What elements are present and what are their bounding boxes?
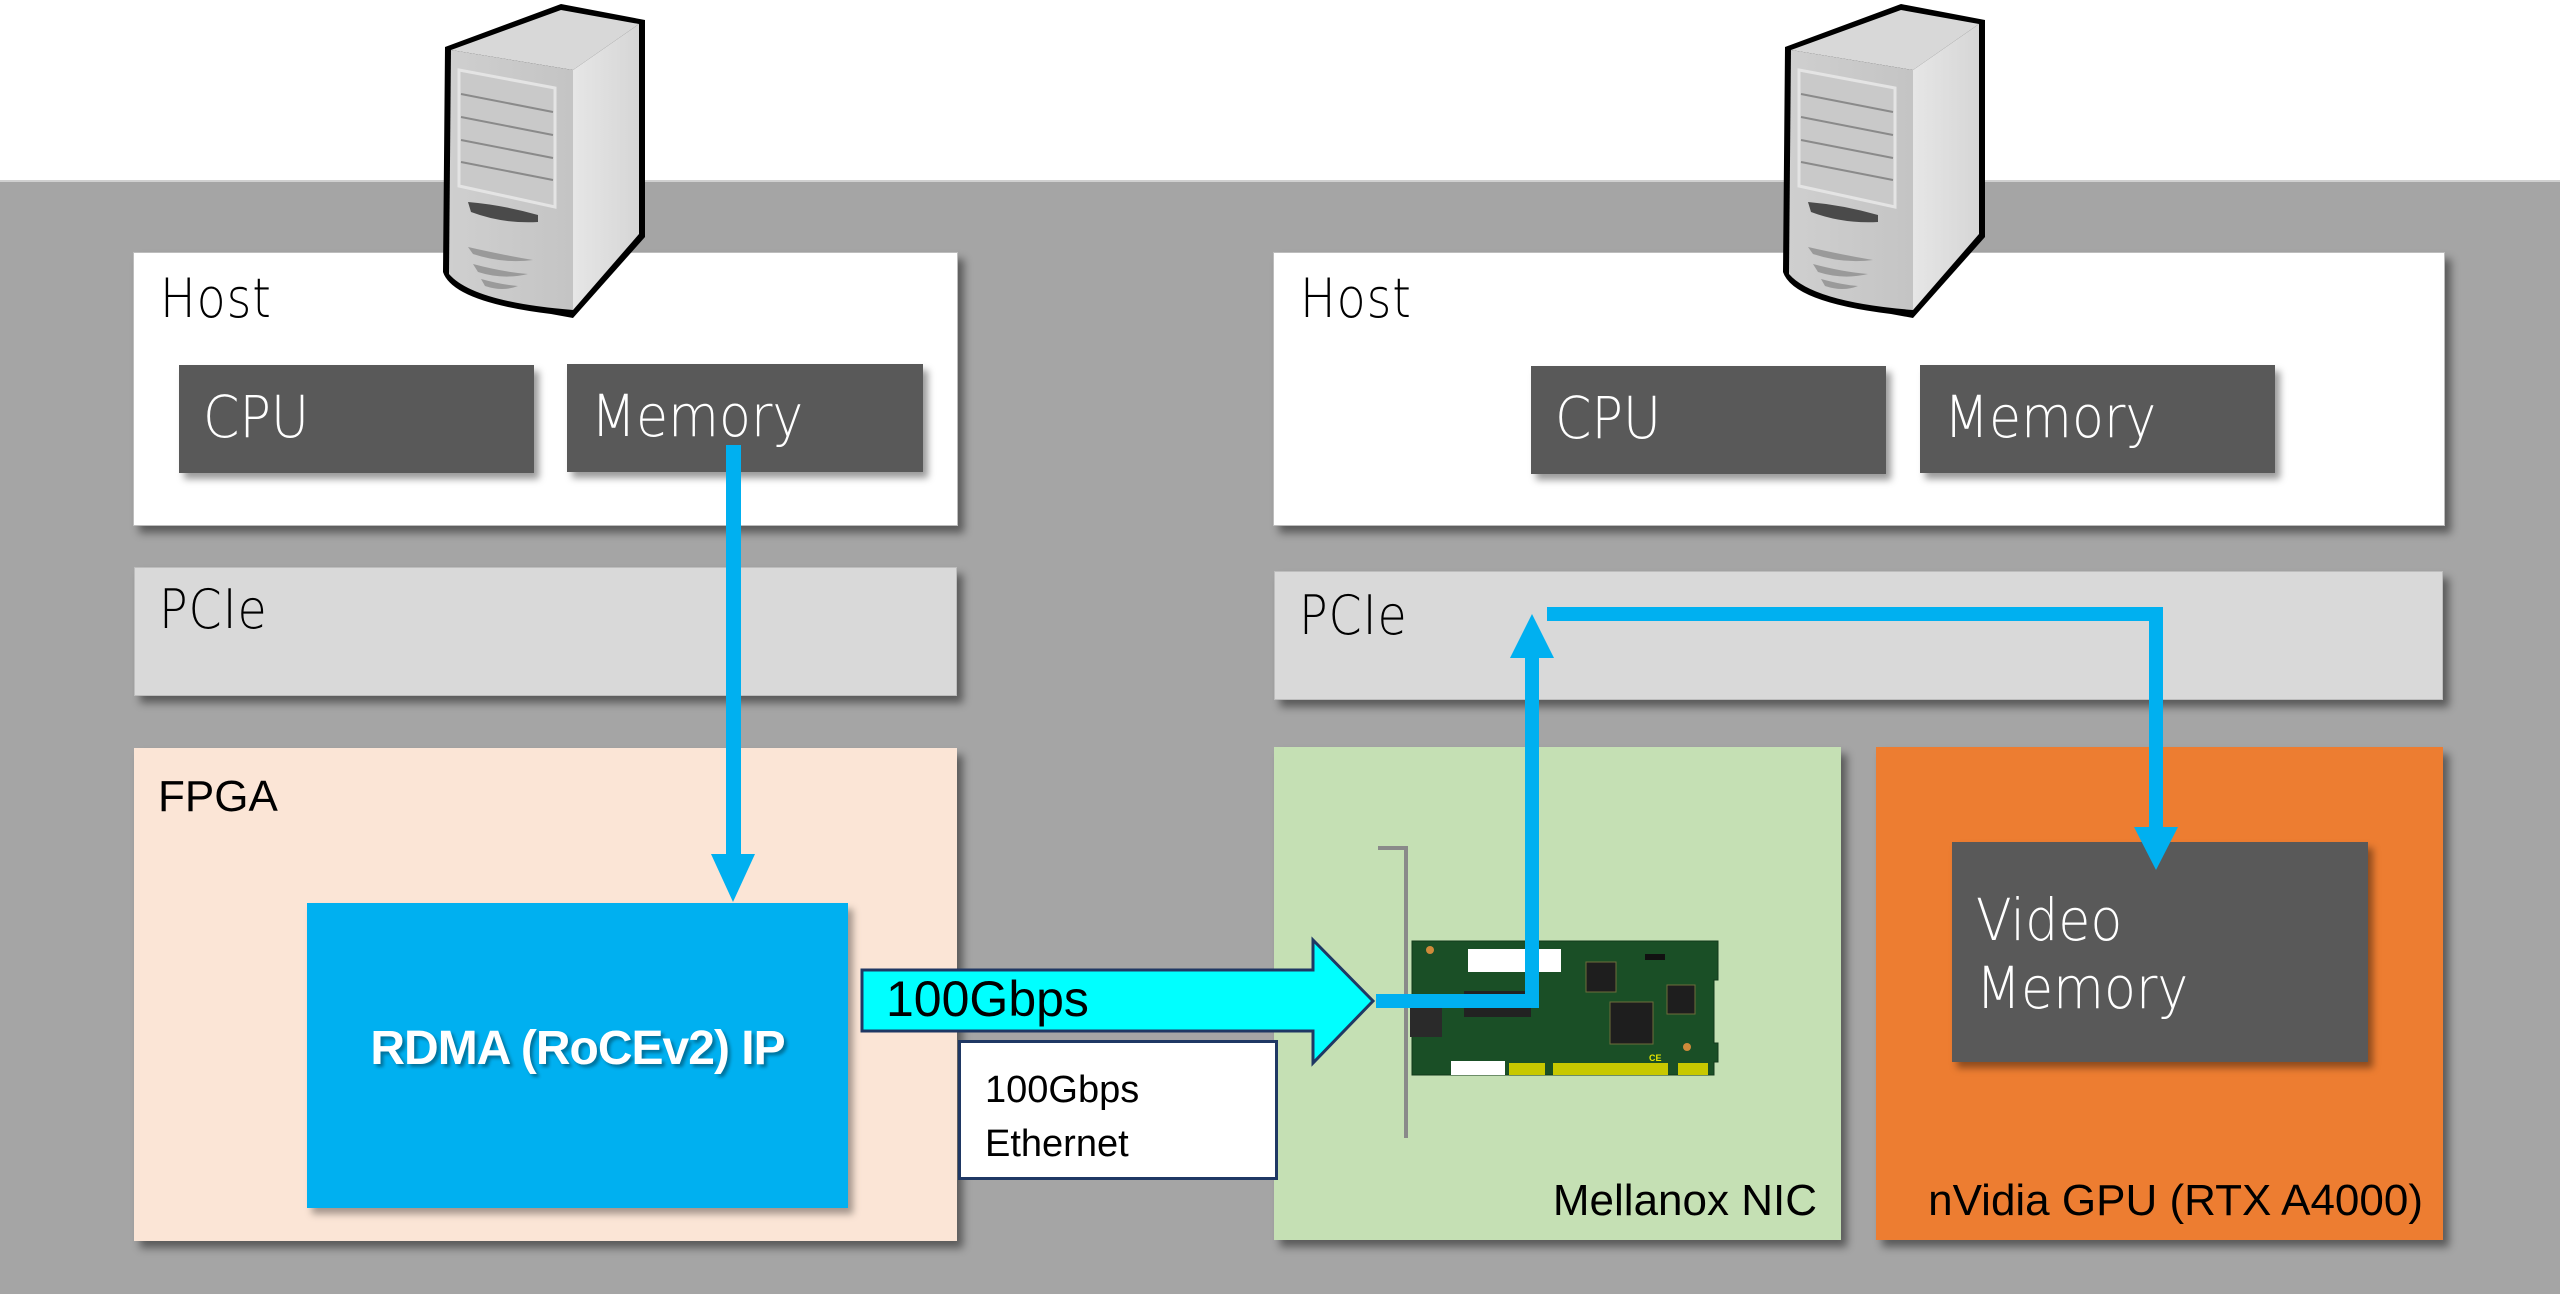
left-cpu-label: CPU xyxy=(203,383,310,451)
rdma-ip-block: RDMA (RoCEv2) IP xyxy=(307,903,848,1208)
rdma-ip-label: RDMA (RoCEv2) IP xyxy=(370,1022,785,1075)
nic-label: Mellanox NIC xyxy=(1552,1176,1817,1225)
gpu-label: nVidia GPU (RTX A4000) xyxy=(1928,1176,2423,1225)
right-cpu-label: CPU xyxy=(1555,384,1662,452)
nic-box: Mellanox NIC xyxy=(1274,747,1841,1240)
video-memory-block: Video Memory xyxy=(1952,842,2368,1062)
right-memory-label: Memory xyxy=(1944,383,2157,451)
left-cpu-block: CPU xyxy=(179,365,534,473)
left-pcie-label: PCIe xyxy=(159,578,268,641)
right-pcie-bus: PCIe xyxy=(1274,571,2443,700)
ethernet-caption-box: 100Gbps Ethernet xyxy=(958,1040,1278,1180)
right-cpu-block: CPU xyxy=(1531,366,1886,474)
ethernet-caption-line1: 100Gbps xyxy=(985,1069,1140,1111)
video-memory-line1: Video xyxy=(1976,886,2123,954)
right-pcie-label: PCIe xyxy=(1299,584,1408,647)
left-memory-label: Memory xyxy=(591,382,804,450)
left-pcie-bus: PCIe xyxy=(134,567,957,696)
left-memory-block: Memory xyxy=(567,364,923,472)
right-memory-block: Memory xyxy=(1920,365,2275,473)
ethernet-caption-line2: Ethernet xyxy=(985,1123,1129,1165)
link-speed-label: 100Gbps xyxy=(886,971,1089,1027)
fpga-label: FPGA xyxy=(158,772,278,821)
left-host-label: Host xyxy=(160,267,272,330)
video-memory-line2: Memory xyxy=(1976,954,2189,1022)
right-host-label: Host xyxy=(1300,267,1412,330)
